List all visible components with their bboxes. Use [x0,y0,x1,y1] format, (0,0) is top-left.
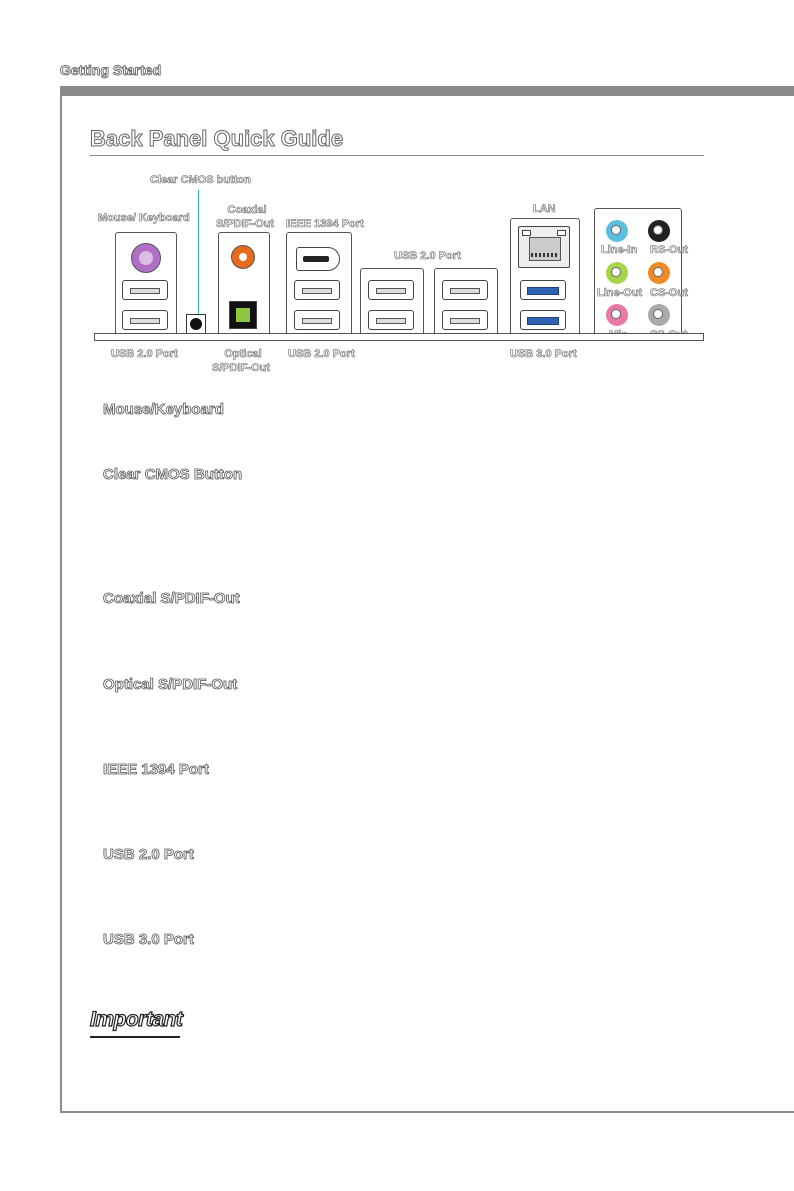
ps2-port [131,243,161,273]
label-cs-out: CS-Out [650,287,688,300]
section-usb20-port: USB 2.0 Port [103,846,195,864]
frame-bottom-border [60,1111,794,1113]
label-usb30-bottom: USB 3.0 Port [510,348,577,361]
section-usb30-port: USB 3.0 Port [103,931,195,949]
important-underline [90,1036,180,1038]
label-coaxial-spdif: S/PDIF-Out [216,218,275,231]
running-header: Getting Started [60,62,162,79]
section-mouse-keyboard: Mouse/Keyboard [103,401,225,419]
ieee1394-port [296,247,340,271]
important-heading: Important [89,1007,183,1031]
usb30-port-2 [520,310,566,330]
usb20-port-7 [442,280,488,300]
usb20-port-2 [122,310,168,330]
line-in-jack [606,220,628,242]
label-ieee1394: IEEE 1394 Port [286,218,364,231]
label-line-out: Line-Out [597,287,643,300]
title-rule [90,155,704,156]
label-rs-out: RS-Out [650,244,688,257]
label-mouse-keyboard: Mouse/ Keyboard [98,212,190,225]
label-usb20-bottom-left: USB 2.0 Port [111,348,178,361]
coaxial-spdif-port [231,245,255,269]
ss-out-jack [648,304,670,326]
clear-cmos-button [186,314,206,334]
cs-out-jack [648,262,670,284]
label-line-in: Line-In [601,244,638,257]
usb20-port-5 [368,280,414,300]
usb30-port-1 [520,280,566,300]
section-optical-spdif-out: Optical S/PDIF-Out [103,676,238,694]
frame-left-border [60,96,62,1112]
lan-port [518,226,570,268]
section-ieee1394-port: IEEE 1394 Port [103,761,210,779]
usb20-port-4 [294,310,340,330]
mic-jack [606,304,628,326]
label-clear-cmos-button: Clear CMOS button [150,174,251,187]
usb20-port-6 [368,310,414,330]
label-coaxial: Coaxial [227,204,267,217]
line-out-jack [606,262,628,284]
header-bar [60,86,794,96]
section-clear-cmos-button: Clear CMOS Button [103,466,243,484]
label-optical-spdif: S/PDIF-Out [212,362,271,375]
label-usb20-bottom-mid: USB 2.0 Port [288,348,355,361]
label-lan: LAN [533,203,556,216]
usb20-port-8 [442,310,488,330]
section-coaxial-spdif-out: Coaxial S/PDIF-Out [103,590,240,608]
usb20-port-1 [122,280,168,300]
back-panel-diagram: Clear CMOS button Mouse/ Keyboard Coaxia… [0,0,794,400]
rs-out-jack [648,220,670,242]
board-edge [94,333,704,341]
optical-spdif-port [229,301,257,329]
label-usb20-top: USB 2.0 Port [394,250,461,263]
page-title: Back Panel Quick Guide [89,126,344,152]
clear-cmos-leader-line [198,190,199,316]
label-optical: Optical [224,348,262,361]
usb20-port-3 [294,280,340,300]
